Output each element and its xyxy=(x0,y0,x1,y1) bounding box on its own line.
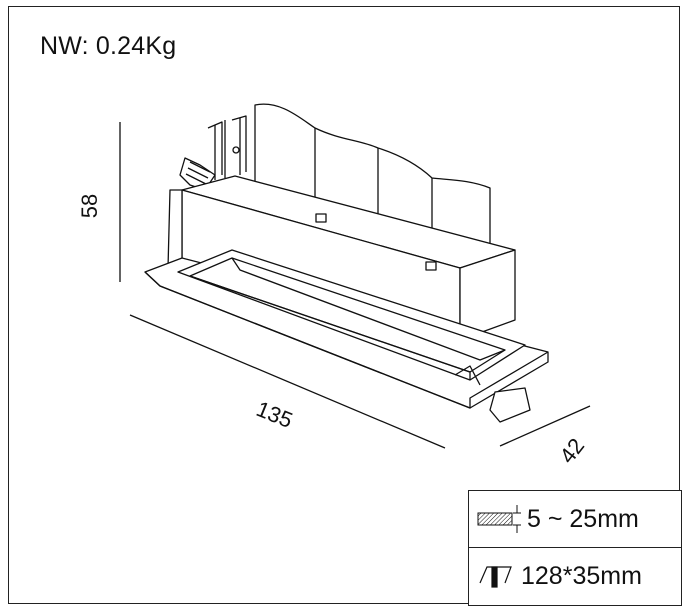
spec-table: 5 ~ 25mm 128*35mm xyxy=(468,490,682,606)
ceiling-thickness-row: 5 ~ 25mm xyxy=(469,491,681,548)
net-weight-label: NW: 0.24Kg xyxy=(40,32,177,60)
cutout-icon xyxy=(479,565,512,588)
cutout-value: 128*35mm xyxy=(521,562,642,590)
length-dimension-line xyxy=(129,314,446,449)
cutout-row: 128*35mm xyxy=(469,548,681,605)
ceiling-thickness-value: 5 ~ 25mm xyxy=(527,504,639,533)
height-label: 58 xyxy=(77,193,103,219)
ceiling-thickness-icon xyxy=(477,505,521,533)
drawing-frame xyxy=(8,6,680,604)
bottom-clip xyxy=(489,387,531,423)
width-dimension-line xyxy=(499,405,591,447)
trim-plate xyxy=(144,249,549,409)
heatsink xyxy=(207,103,513,276)
